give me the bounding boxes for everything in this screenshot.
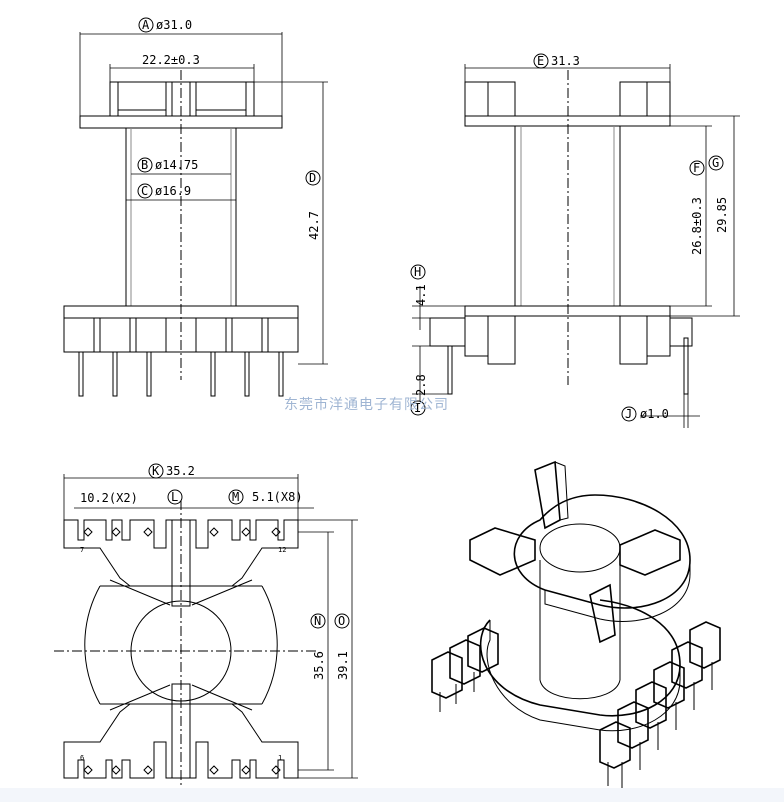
watermark-text: 东莞市洋通电子有限公司 [284, 396, 449, 413]
dim-m-value: 5.1(X8) [252, 490, 303, 504]
front-view: A ø31.0 22.2±0.3 B ø14.75 C ø16.9 D 42.7 [63, 17, 328, 397]
pin-label-6: 6 [80, 754, 84, 762]
bottom-view: 7 12 6 1 K 35.2 10.2(X2) L M 5.1(X8) N 3… [54, 463, 358, 790]
dim-l-value: 10.2(X2) [80, 491, 138, 505]
dim-b-value: ø14.75 [155, 158, 198, 172]
bottom-band [0, 788, 784, 802]
dim-n-letter: N [314, 614, 321, 628]
dim-k-value: 35.2 [166, 464, 195, 478]
dim-f-value: 26.8±0.3 [690, 197, 704, 255]
dim-b-letter: B [141, 158, 148, 172]
pin-label-7: 7 [80, 546, 84, 554]
iso-pins-right [599, 621, 721, 790]
dim-i-letter: I [414, 401, 421, 415]
dim-i-value: 2.8 [414, 374, 428, 396]
dim-n-value: 35.6 [312, 651, 326, 680]
dim-top-width: 22.2±0.3 [142, 53, 200, 67]
pin-holes [83, 527, 281, 775]
pin-label-12: 12 [278, 546, 286, 554]
dim-g-value: 29.85 [715, 197, 729, 233]
dim-e-value: 31.3 [551, 54, 580, 68]
dim-l-letter: L [171, 490, 178, 504]
dim-o-value: 39.1 [336, 651, 350, 680]
dim-k-letter: K [152, 464, 160, 478]
dim-j-letter: J [625, 407, 632, 421]
dim-h-value: 4.1 [414, 284, 428, 306]
pin-label-1: 1 [278, 754, 282, 762]
dim-h-letter: H [414, 265, 421, 279]
side-view: E 31.3 F 26.8±0.3 G 29.85 H 4.1 I 2.8 J [410, 53, 740, 428]
dim-e-letter: E [537, 54, 544, 68]
dim-c-letter: C [141, 184, 148, 198]
dim-o-letter: O [338, 614, 345, 628]
iso-pins-left [431, 627, 499, 712]
dim-m-letter: M [232, 490, 239, 504]
dim-g-letter: G [712, 156, 719, 170]
dim-f-letter: F [693, 161, 700, 175]
dim-d-letter: D [309, 171, 316, 185]
dim-c-value: ø16.9 [155, 184, 191, 198]
dim-a-letter: A [142, 18, 150, 32]
dim-j-value: ø1.0 [640, 407, 669, 421]
dim-a-value: ø31.0 [156, 18, 192, 32]
dim-d-value: 42.7 [307, 211, 321, 240]
isometric-view [431, 460, 721, 790]
